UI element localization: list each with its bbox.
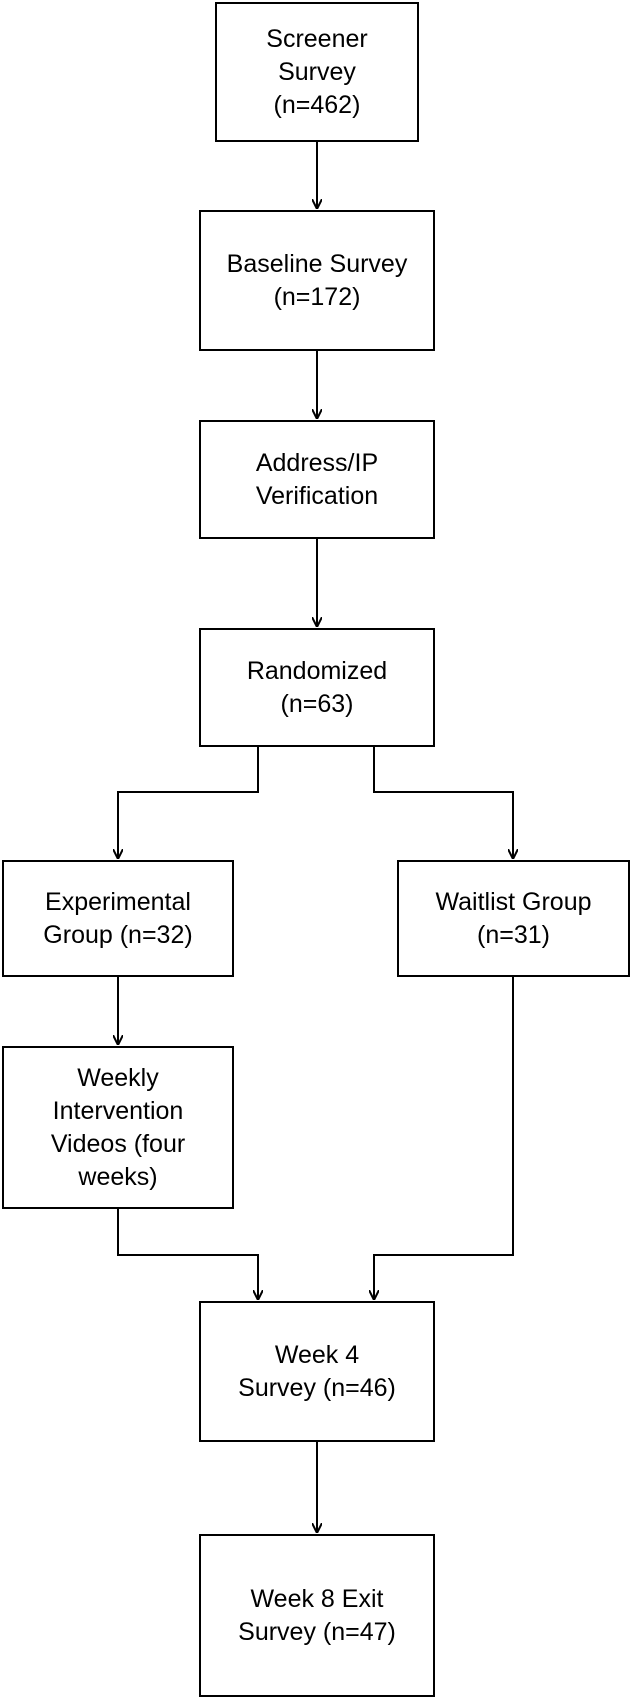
arrow-randomized-to-waitlist: [373, 747, 513, 858]
screener-survey-label: Screener Survey (n=462): [266, 24, 368, 119]
experimental-group-box: Experimental Group (n=32): [2, 860, 234, 977]
week-8-exit-survey-label: Week 8 Exit Survey (n=47): [238, 1584, 396, 1646]
randomized-box: Randomized (n=63): [199, 628, 435, 747]
address-ip-verification-label: Address/IP Verification: [255, 448, 379, 510]
arrow-randomized-to-experimental: [118, 747, 259, 858]
weekly-intervention-videos-box: Weekly Intervention Videos (four weeks): [2, 1046, 234, 1209]
arrow-waitlist-to-week4: [374, 977, 514, 1299]
waitlist-group-box: Waitlist Group (n=31): [397, 860, 630, 977]
week-8-exit-survey-box: Week 8 Exit Survey (n=47): [199, 1534, 435, 1697]
experimental-group-label: Experimental Group (n=32): [43, 887, 193, 949]
baseline-survey-box: Baseline Survey (n=172): [199, 210, 435, 351]
arrow-videos-to-week4: [117, 1209, 258, 1299]
week-4-survey-box: Week 4 Survey (n=46): [199, 1301, 435, 1442]
baseline-survey-label: Baseline Survey (n=172): [226, 249, 408, 311]
randomized-label: Randomized (n=63): [246, 656, 388, 718]
waitlist-group-label: Waitlist Group (n=31): [435, 887, 592, 949]
week-4-survey-label: Week 4 Survey (n=46): [238, 1340, 396, 1402]
screener-survey-box: Screener Survey (n=462): [215, 2, 419, 142]
weekly-intervention-videos-label: Weekly Intervention Videos (four weeks): [50, 1063, 186, 1191]
address-ip-verification-box: Address/IP Verification: [199, 420, 435, 539]
